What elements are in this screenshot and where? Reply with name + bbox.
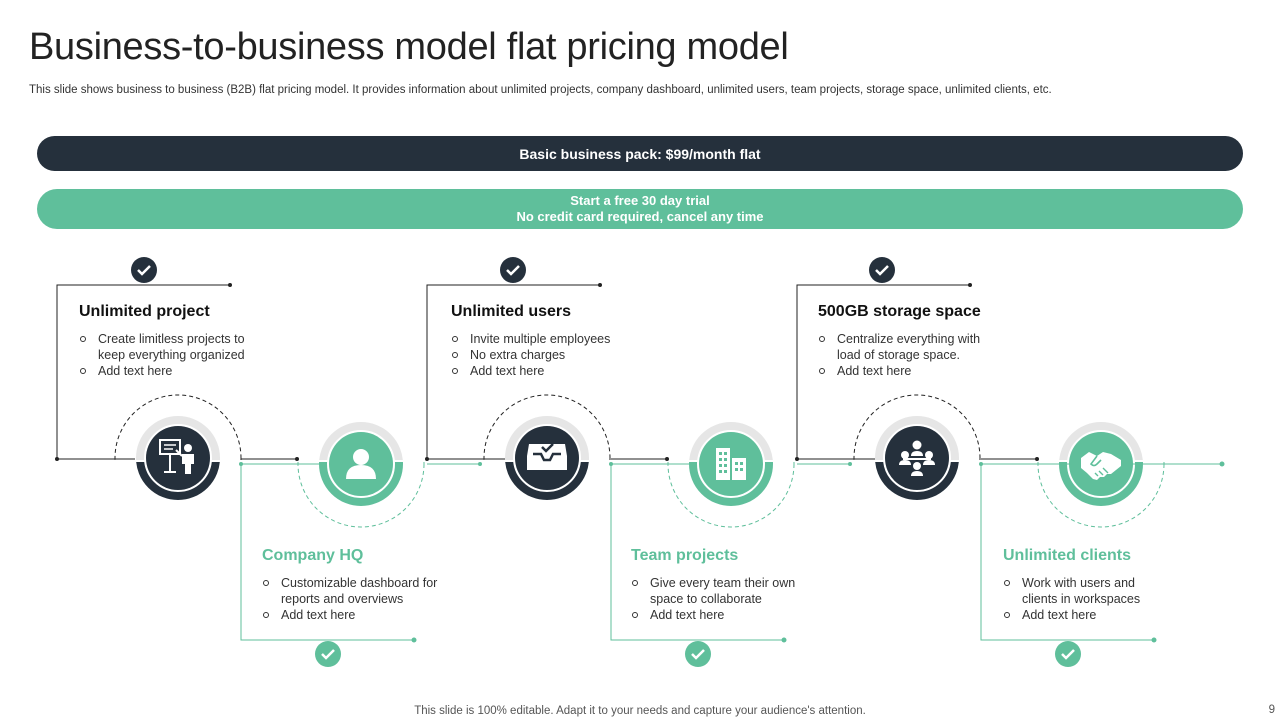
step-title: Unlimited project bbox=[79, 303, 210, 320]
inbox-icon bbox=[525, 442, 569, 472]
node-storage-space bbox=[853, 394, 981, 500]
check-icon bbox=[131, 257, 157, 283]
footer-note: This slide is 100% editable. Adapt it to… bbox=[414, 705, 866, 717]
node-unlimited-project bbox=[114, 394, 242, 500]
step-bullet: No extra charges bbox=[451, 347, 661, 363]
check-icon bbox=[500, 257, 526, 283]
step-title: Company HQ bbox=[262, 547, 364, 564]
step-bullet: Add text here bbox=[631, 607, 841, 623]
step-card-unlimited-clients: Unlimited clients Work with users and cl… bbox=[1003, 547, 1213, 623]
page-subtitle: This slide shows business to business (B… bbox=[29, 84, 1052, 96]
step-bullet: Invite multiple employees bbox=[451, 331, 661, 347]
check-icon bbox=[869, 257, 895, 283]
trial-banner-line1: Start a free 30 day trial bbox=[570, 193, 710, 208]
step-card-company-hq: Company HQ Customizable dashboard for re… bbox=[262, 547, 472, 623]
step-title: Unlimited clients bbox=[1003, 547, 1132, 564]
check-icon bbox=[1055, 641, 1081, 667]
step-bullet: Add text here bbox=[79, 363, 289, 379]
page-title: Business-to-business model flat pricing … bbox=[29, 26, 789, 68]
step-bullet: Customizable dashboard for reports and o… bbox=[262, 575, 451, 607]
step-title: Unlimited users bbox=[451, 303, 572, 320]
step-bullet: Add text here bbox=[262, 607, 472, 623]
node-team-projects bbox=[667, 422, 795, 528]
step-bullet: Give every team their own space to colla… bbox=[631, 575, 822, 607]
step-card-storage-space: 500GB storage space Centralize everythin… bbox=[818, 303, 1028, 379]
step-card-team-projects: Team projects Give every team their own … bbox=[631, 547, 841, 623]
check-icon bbox=[685, 641, 711, 667]
node-unlimited-clients bbox=[1037, 422, 1165, 528]
pricing-banner: Basic business pack: $99/month flat bbox=[37, 136, 1243, 171]
step-bullet: Centralize everything with load of stora… bbox=[818, 331, 1007, 363]
page-number: 9 bbox=[1268, 704, 1275, 716]
step-card-unlimited-project: Unlimited project Create limitless proje… bbox=[79, 303, 289, 379]
step-card-unlimited-users: Unlimited users Invite multiple employee… bbox=[451, 303, 661, 379]
step-bullet: Work with users and clients in workspace… bbox=[1003, 575, 1172, 607]
step-title: 500GB storage space bbox=[818, 303, 981, 320]
pricing-banner-text: Basic business pack: $99/month flat bbox=[519, 145, 761, 162]
bottom-connectors bbox=[240, 464, 1154, 641]
step-title: Team projects bbox=[631, 547, 739, 564]
node-unlimited-users bbox=[483, 394, 611, 500]
check-icon bbox=[315, 641, 341, 667]
step-bullet: Add text here bbox=[451, 363, 661, 379]
node-company-hq bbox=[297, 422, 425, 528]
step-bullet: Add text here bbox=[818, 363, 1028, 379]
step-bullet: Add text here bbox=[1003, 607, 1213, 623]
trial-banner-line2: No credit card required, cancel any time bbox=[516, 209, 764, 224]
step-bullet: Create limitless projects to keep everyt… bbox=[79, 331, 268, 363]
top-connectors bbox=[56, 284, 970, 459]
baseline bbox=[55, 457, 1225, 467]
trial-banner: Start a free 30 day trial No credit card… bbox=[37, 189, 1243, 229]
